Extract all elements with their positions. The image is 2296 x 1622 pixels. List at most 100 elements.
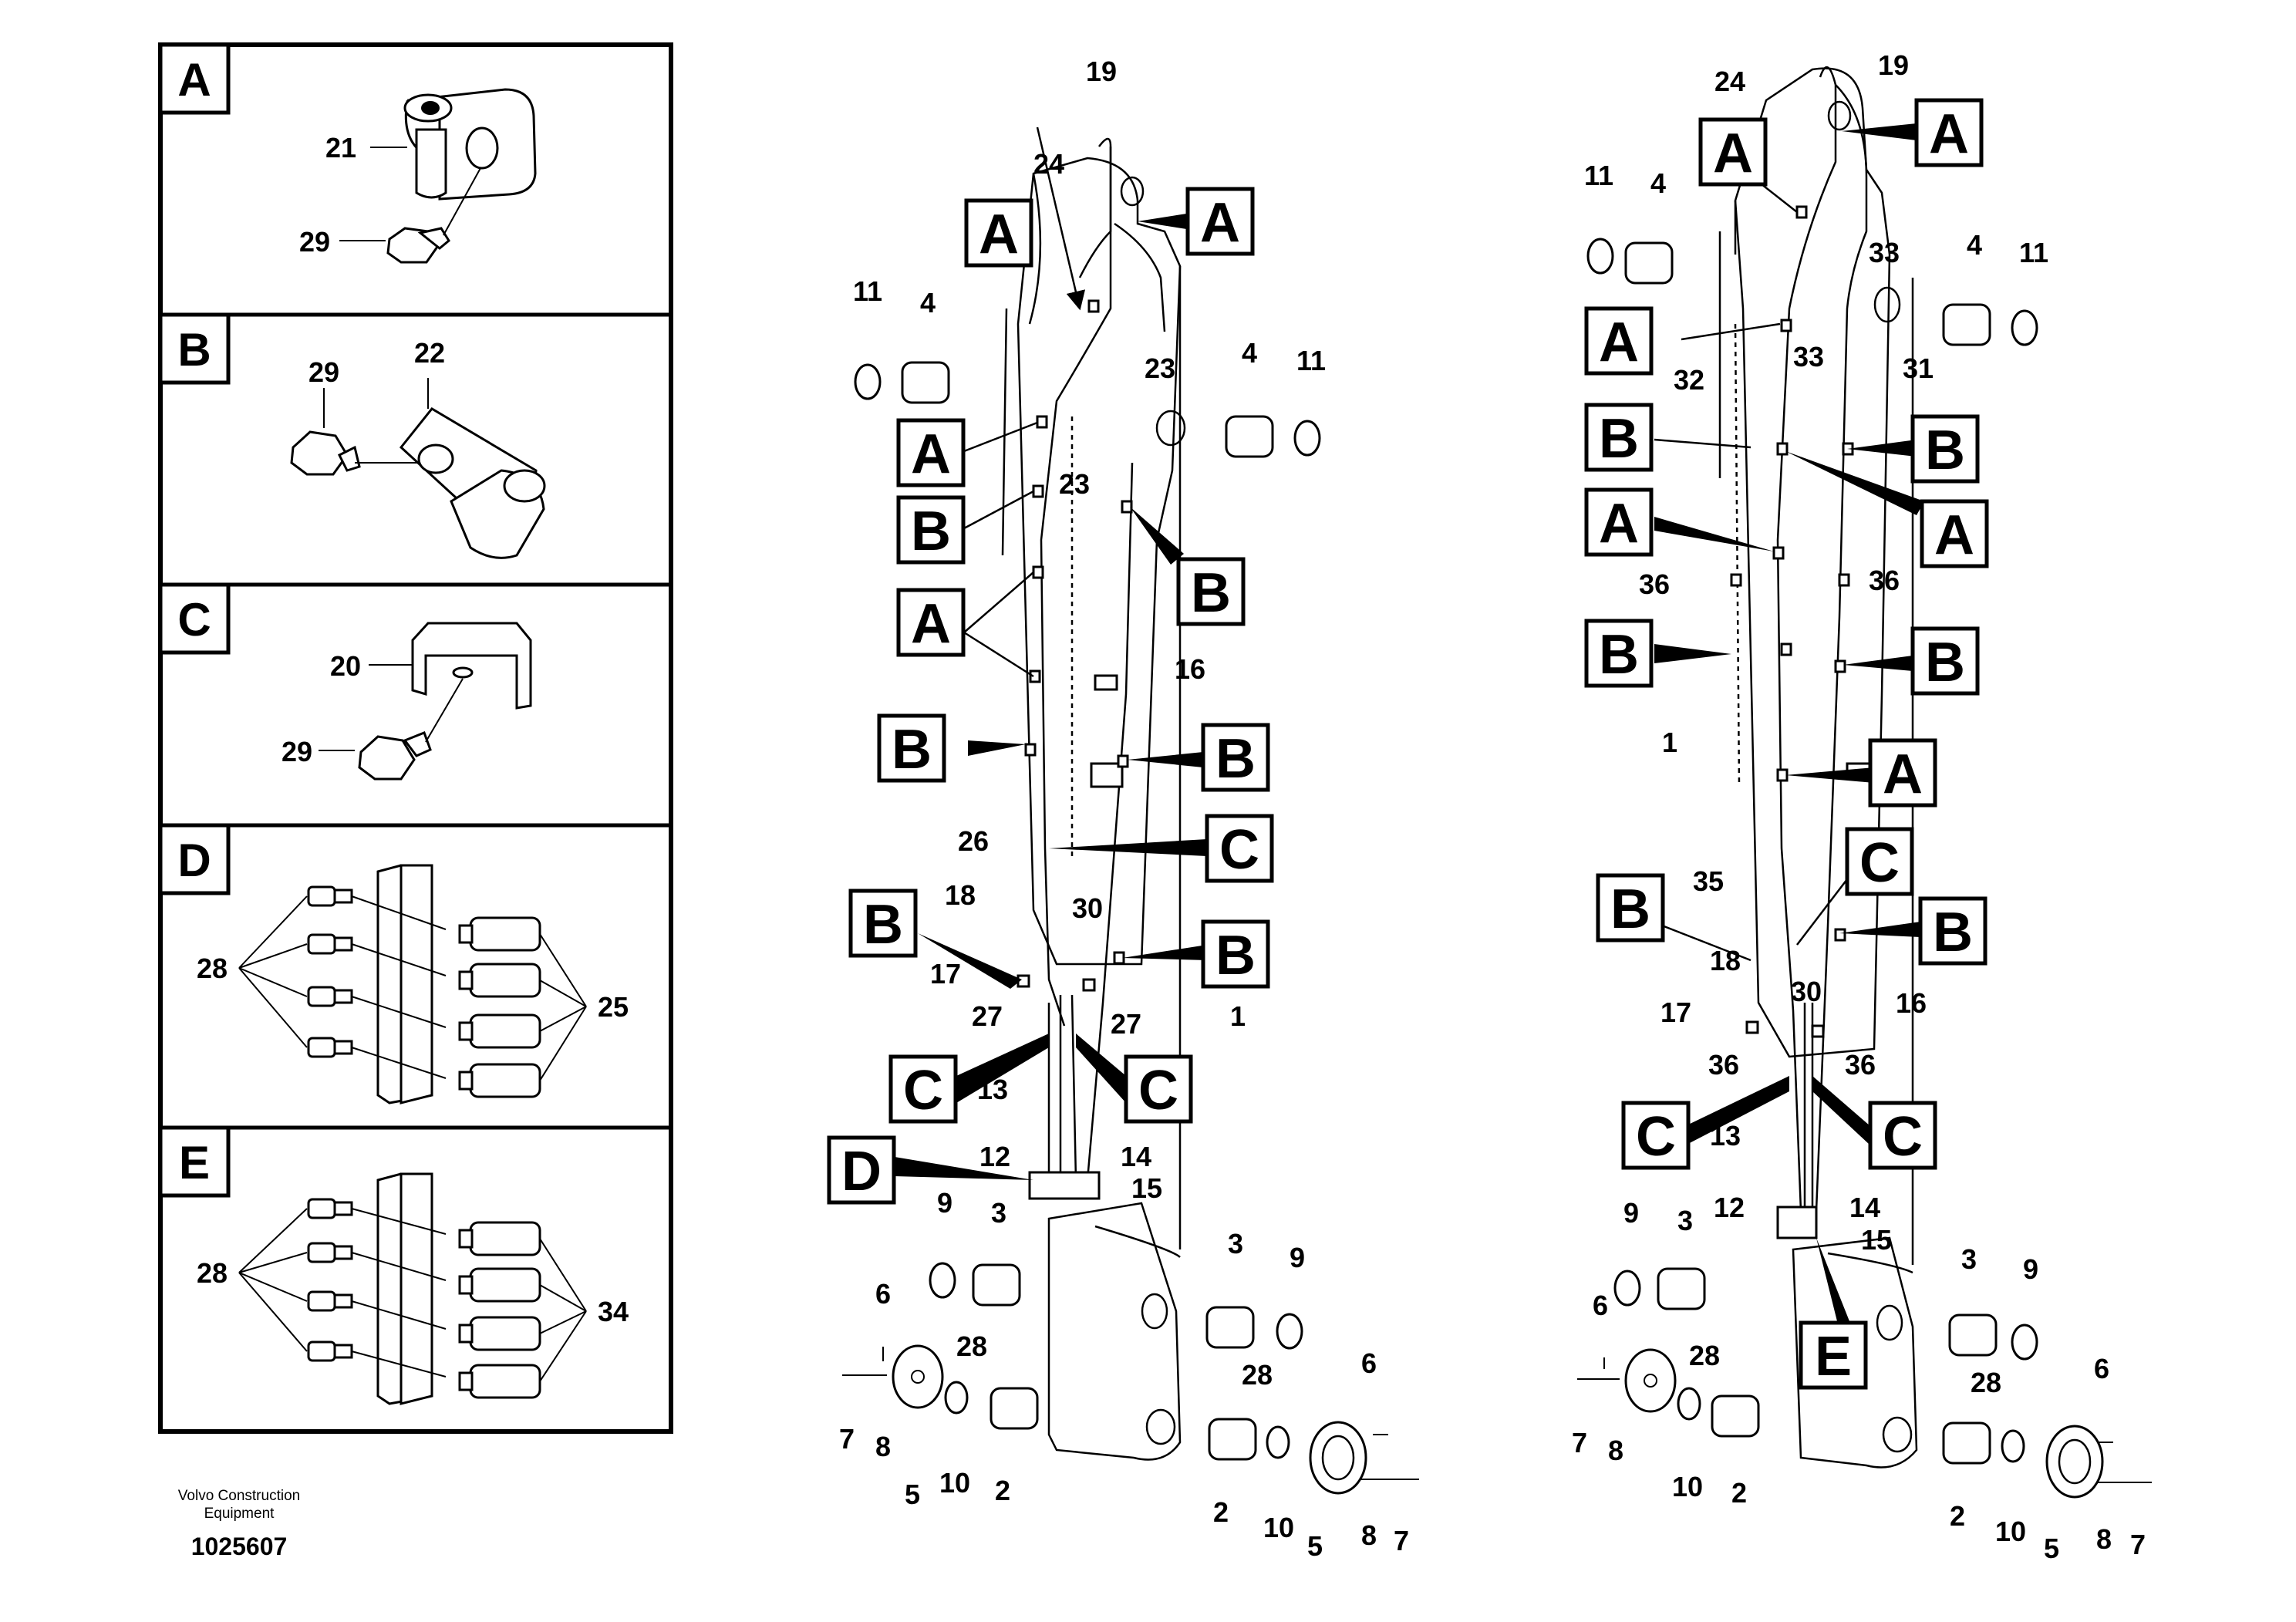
- callout-box[interactable]: B: [896, 490, 1034, 565]
- callout-box[interactable]: B: [1843, 626, 1980, 696]
- callout-box[interactable]: A: [896, 572, 1034, 678]
- detail-panel-d: D: [158, 823, 629, 1104]
- part-label-25: 25: [598, 991, 629, 1023]
- callout-box[interactable]: A: [1138, 187, 1255, 256]
- part-label-19: 19: [1878, 49, 1909, 81]
- part-label-19: 19: [1086, 56, 1117, 87]
- part-label-33: 33: [1793, 341, 1824, 373]
- part-label-16: 16: [1175, 653, 1205, 685]
- callout-box[interactable]: B: [877, 713, 1026, 783]
- detail-panel-c: C 20 29: [158, 582, 532, 781]
- part-label-28: 28: [197, 1257, 228, 1289]
- part-label-14: 14: [1121, 1141, 1151, 1172]
- callout-letter-d: D: [841, 1141, 882, 1202]
- part-label-2: 2: [1950, 1500, 1965, 1532]
- part-label-15: 15: [1131, 1172, 1162, 1204]
- part-label-2: 2: [1213, 1496, 1229, 1528]
- panel-letter-e: E: [179, 1137, 210, 1189]
- callout-letter-a: A: [1200, 192, 1240, 254]
- callout-letter-a: A: [911, 593, 951, 655]
- part-label-5: 5: [2044, 1533, 2059, 1564]
- callout-box[interactable]: C: [1076, 1034, 1193, 1124]
- part-label-10: 10: [1995, 1516, 2026, 1547]
- callout-box[interactable]: E: [1799, 1238, 1868, 1390]
- part-label-35: 35: [1693, 865, 1724, 897]
- part-label-1: 1: [1230, 1000, 1246, 1032]
- doc-number: 1025607: [191, 1533, 288, 1560]
- callout-letter-b: B: [892, 719, 932, 781]
- part-label-15: 15: [1861, 1224, 1892, 1256]
- part-label-29: 29: [299, 226, 330, 258]
- part-label-14: 14: [1849, 1192, 1880, 1223]
- callout-letter-b: B: [1215, 925, 1256, 986]
- part-label-11: 11: [1584, 160, 1613, 191]
- callout-box[interactable]: A: [1785, 451, 1989, 568]
- part-label-11: 11: [853, 275, 882, 307]
- callout-box[interactable]: B: [1847, 414, 1980, 484]
- part-label-2: 2: [995, 1475, 1010, 1506]
- part-label-6: 6: [2094, 1353, 2109, 1384]
- callout-letter-b: B: [1215, 728, 1256, 790]
- part-label-18: 18: [945, 879, 976, 911]
- callout-letter-a: A: [1883, 744, 1923, 805]
- callout-box[interactable]: A: [1842, 98, 1984, 167]
- callout-box[interactable]: B: [848, 889, 1022, 989]
- detail-panels: A 21 29 B 29: [158, 42, 673, 1434]
- part-label-3: 3: [1228, 1228, 1243, 1259]
- callout-box[interactable]: A: [896, 418, 1038, 487]
- part-label-3: 3: [991, 1197, 1006, 1229]
- right-assembly-drawing: [1577, 66, 2152, 1499]
- part-label-27: 27: [972, 1000, 1003, 1032]
- callout-letter-b: B: [911, 501, 951, 562]
- callout-box[interactable]: A: [1698, 117, 1798, 213]
- callout-letter-c: C: [1859, 832, 1900, 894]
- callout-box[interactable]: B: [1584, 403, 1752, 472]
- callout-box[interactable]: C: [1812, 1076, 1937, 1170]
- callout-box[interactable]: C: [888, 1034, 1049, 1124]
- callout-letter-a: A: [1934, 504, 1974, 566]
- callout-box[interactable]: B: [1584, 619, 1731, 688]
- right-assembly-callouts: A A A B B A A: [1584, 98, 1989, 1390]
- part-label-28: 28: [1242, 1359, 1273, 1391]
- callout-letter-b: B: [863, 894, 903, 956]
- callout-box[interactable]: B: [1128, 723, 1270, 792]
- part-label-28: 28: [1689, 1340, 1720, 1371]
- callout-box[interactable]: C: [1049, 814, 1274, 883]
- callout-box[interactable]: B: [1130, 507, 1246, 626]
- part-label-27: 27: [1111, 1008, 1141, 1040]
- callout-letter-c: C: [903, 1060, 943, 1121]
- part-label-16: 16: [1896, 987, 1927, 1019]
- callout-box[interactable]: A: [1584, 487, 1774, 557]
- callout-box[interactable]: C: [1796, 827, 1914, 946]
- part-label-20: 20: [330, 650, 361, 682]
- callout-letter-c: C: [1138, 1060, 1178, 1121]
- callout-box[interactable]: B: [1839, 896, 1988, 966]
- callout-box[interactable]: B: [1596, 873, 1752, 962]
- part-label-13: 13: [1710, 1120, 1741, 1152]
- footer: Volvo Construction Equipment 1025607: [178, 1488, 300, 1560]
- callout-box[interactable]: D: [827, 1135, 1033, 1205]
- callout-box[interactable]: A: [964, 126, 1086, 311]
- callout-letter-b: B: [1933, 902, 1973, 963]
- part-label-36: 36: [1639, 568, 1670, 600]
- part-label-17: 17: [1660, 996, 1691, 1028]
- part-label-6: 6: [1361, 1347, 1377, 1379]
- part-label-9: 9: [2023, 1253, 2038, 1285]
- left-assembly-labels: 19 24 11 4 23 4 11 23 16 26 18 30 17 27 …: [839, 56, 1409, 1562]
- callout-box[interactable]: B: [1122, 919, 1270, 989]
- part-label-12: 12: [1714, 1192, 1745, 1223]
- part-label-36: 36: [1869, 565, 1900, 596]
- part-label-1: 1: [1662, 727, 1677, 758]
- callout-box[interactable]: A: [1584, 306, 1781, 376]
- part-label-8: 8: [875, 1431, 891, 1462]
- part-label-23: 23: [1145, 352, 1175, 384]
- left-assembly-callouts: A A A B A B B: [827, 126, 1274, 1205]
- callout-box[interactable]: A: [1785, 738, 1937, 808]
- callout-box[interactable]: C: [1621, 1076, 1789, 1170]
- part-label-24: 24: [1033, 148, 1064, 180]
- part-label-4: 4: [920, 287, 936, 319]
- part-label-10: 10: [1672, 1471, 1703, 1502]
- part-label-13: 13: [977, 1074, 1008, 1105]
- part-label-34: 34: [598, 1296, 629, 1327]
